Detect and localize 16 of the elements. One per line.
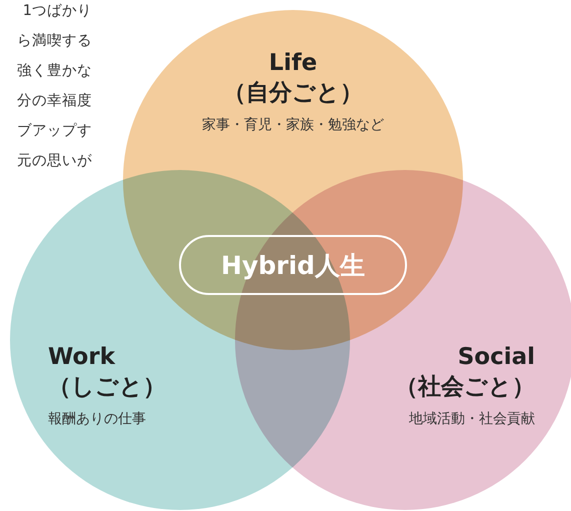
center-title: Hybrid人生 <box>221 250 365 282</box>
paragraph-line: 強く豊かな <box>17 62 92 81</box>
circle-heading: Life <box>268 50 318 76</box>
paragraph-line: 元の思いが <box>17 152 92 171</box>
paragraph-line: 分の幸福度 <box>17 92 92 111</box>
circle-description: 地域活動・社会貢献 <box>409 411 535 427</box>
paragraph-line: ブアップす <box>17 122 92 141</box>
circle-subheading: （自分ごと） <box>223 80 363 106</box>
paragraph-line: ら満喫する <box>17 32 92 51</box>
paragraph-line: 1つばかり <box>22 2 92 21</box>
circle-subheading: （しごと） <box>48 374 166 400</box>
circle-description: 報酬ありの仕事 <box>48 411 146 427</box>
circle-heading: Work <box>48 344 115 370</box>
circle-description: 家事・育児・家族・勉強など <box>202 117 384 133</box>
circle-heading: Social <box>458 344 535 370</box>
circle-subheading: （社会ごと） <box>395 374 535 400</box>
